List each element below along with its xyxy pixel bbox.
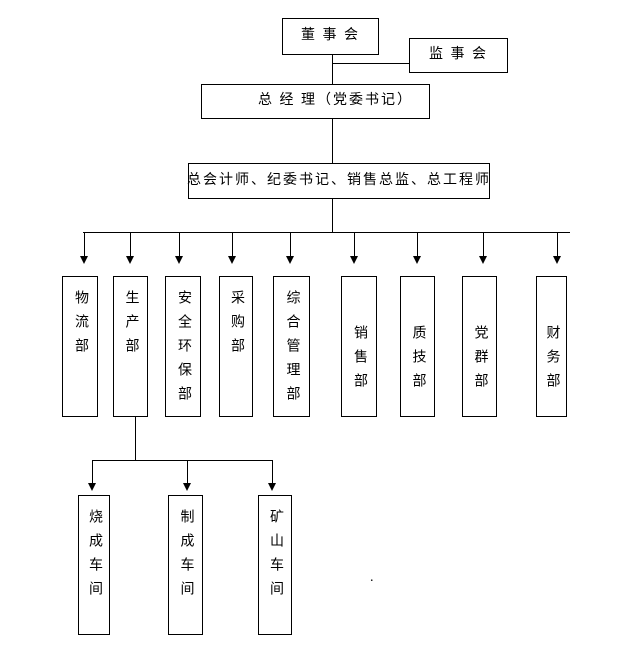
connector-gm-to-staff (332, 119, 333, 163)
node-dept-logistics: 物流部 (62, 276, 98, 417)
connector-production-down (135, 417, 136, 460)
node-dept-quality-technology: 质技部 (400, 276, 435, 417)
node-dept-safety-environment: 安全环保部 (165, 276, 201, 417)
node-general-manager: 总 经 理（党委书记） (201, 84, 430, 119)
connector-staff-to-bus (332, 199, 333, 232)
node-supervisory-board: 监 事 会 (409, 38, 508, 73)
node-workshop-finishing-label: 制成车间 (178, 509, 194, 605)
arrow-dept-6 (350, 232, 358, 264)
node-dept-quality-technology-label: 质技部 (410, 325, 426, 397)
node-dept-party-masses: 党群部 (462, 276, 497, 417)
connector-to-supervisory (332, 63, 409, 64)
node-workshop-sintering: 烧成车间 (78, 495, 110, 635)
arrow-dept-3 (175, 232, 183, 264)
stray-dot-mark: . (370, 570, 374, 585)
arrow-workshop-2 (183, 460, 191, 491)
node-board-of-directors: 董 事 会 (282, 18, 379, 55)
node-workshop-sintering-label: 烧成车间 (87, 509, 103, 605)
node-dept-production-label: 生产部 (123, 290, 139, 362)
arrow-workshop-3 (268, 460, 276, 491)
node-dept-finance-label: 财务部 (544, 325, 560, 397)
node-dept-sales: 销售部 (341, 276, 377, 417)
arrow-dept-1 (80, 232, 88, 264)
node-workshop-finishing: 制成车间 (168, 495, 203, 635)
arrow-dept-8 (479, 232, 487, 264)
distribution-line-workshops (92, 460, 272, 461)
node-general-manager-label: 总 经 理（党委书记） (258, 93, 413, 109)
arrow-dept-4 (228, 232, 236, 264)
arrow-dept-5 (286, 232, 294, 264)
node-board-of-directors-label: 董 事 会 (301, 28, 360, 44)
connector-board-to-gm (332, 55, 333, 84)
node-workshop-mining: 矿山车间 (258, 495, 292, 635)
arrow-dept-2 (126, 232, 134, 264)
arrow-dept-9 (553, 232, 561, 264)
node-dept-finance: 财务部 (536, 276, 567, 417)
node-senior-staff: 总会计师、纪委书记、销售总监、总工程师 (187, 163, 491, 199)
arrow-dept-7 (413, 232, 421, 264)
node-dept-procurement-label: 采购部 (229, 290, 245, 362)
node-senior-staff-label: 总会计师、纪委书记、销售总监、总工程师 (187, 172, 491, 188)
node-dept-general-management: 综合管理部 (273, 276, 310, 417)
node-dept-production: 生产部 (113, 276, 148, 417)
node-dept-sales-label: 销售部 (352, 325, 368, 397)
node-workshop-mining-label: 矿山车间 (268, 509, 284, 605)
node-dept-safety-environment-label: 安全环保部 (176, 290, 192, 410)
node-dept-logistics-label: 物流部 (73, 290, 89, 362)
arrow-workshop-1 (88, 460, 96, 491)
distribution-line-departments (83, 232, 570, 233)
node-dept-general-management-label: 综合管理部 (284, 290, 300, 410)
node-dept-party-masses-label: 党群部 (472, 325, 488, 397)
node-supervisory-board-label: 监 事 会 (429, 47, 488, 63)
node-dept-procurement: 采购部 (219, 276, 253, 417)
